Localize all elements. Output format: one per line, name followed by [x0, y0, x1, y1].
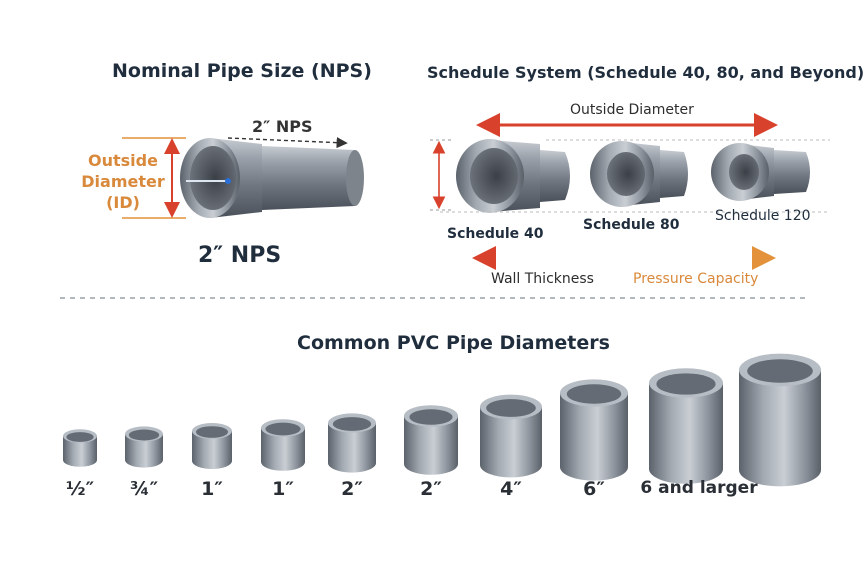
nps-pipe-illustration [180, 138, 364, 218]
schedule-120-label: Schedule 120 [715, 208, 811, 224]
pvc-size-label: 1″ [272, 478, 294, 500]
schedule-120-pipe [711, 143, 810, 201]
nps-dimension-arrow [227, 137, 348, 149]
pvc-ring [63, 429, 97, 467]
pvc-ring [125, 426, 163, 468]
pvc-ring [649, 368, 723, 484]
pvc-size-label: 4″ [500, 478, 522, 500]
pvc-ring [739, 353, 821, 487]
schedule-80-label: Schedule 80 [583, 217, 680, 233]
pvc-section-title: Common PVC Pipe Diameters [297, 332, 610, 354]
od-label-line-3: (ID) [106, 193, 140, 212]
pvc-ring [480, 394, 542, 478]
od-label-line-1: Outside [88, 151, 158, 170]
pvc-size-label: ½″ [65, 478, 95, 500]
schedule-section-title: Schedule System (Schedule 40, 80, and Be… [427, 63, 864, 82]
pvc-ring [404, 405, 458, 475]
pvc-size-label: 2″ [420, 478, 442, 500]
outside-diameter-label: Outside Diameter (ID) [78, 150, 168, 213]
schedule-40-pipe [456, 139, 570, 213]
schedule-80-pipe [590, 141, 688, 207]
pressure-capacity-label: Pressure Capacity [633, 271, 759, 287]
pvc-ring [192, 423, 232, 469]
pvc-ring [560, 379, 628, 481]
pvc-size-label: 6″ [583, 478, 605, 500]
nps-section-title: Nominal Pipe Size (NPS) [112, 60, 372, 82]
pvc-size-label: 6 and larger [640, 478, 758, 498]
pvc-size-label: 1″ [201, 478, 223, 500]
od-bracket [122, 137, 186, 219]
pvc-size-label: ¾″ [129, 478, 159, 500]
od-label-line-2: Diameter [81, 172, 165, 191]
nps-size-label: 2″ NPS [198, 243, 282, 268]
pvc-ring-row [63, 353, 821, 487]
nps-arrow-label: 2″ NPS [252, 117, 313, 136]
od-arrow-label: Outside Diameter [570, 102, 694, 118]
pvc-size-label: 2″ [341, 478, 363, 500]
pvc-ring [328, 413, 376, 473]
pvc-ring [261, 419, 305, 471]
schedule-40-label: Schedule 40 [447, 226, 544, 242]
wall-thickness-label: Wall Thickness [491, 271, 594, 287]
